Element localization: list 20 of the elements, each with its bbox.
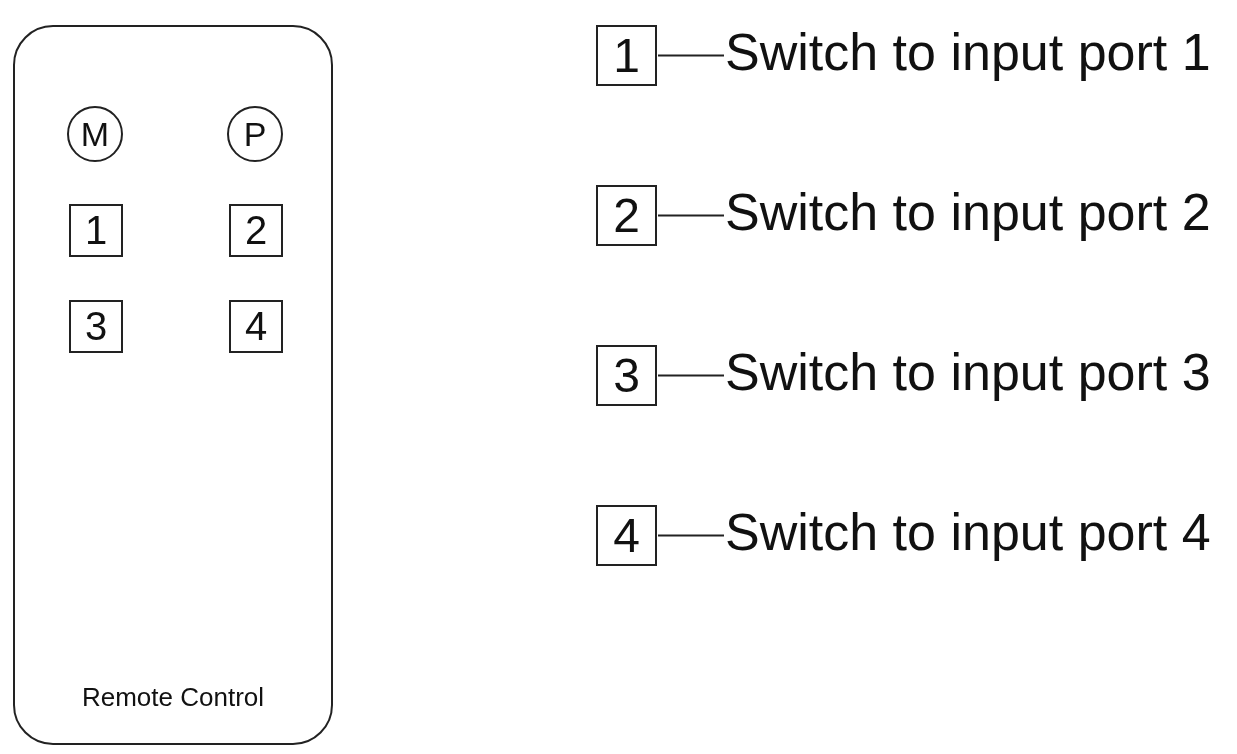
- leader-line: [657, 54, 725, 57]
- leader-line: [657, 534, 725, 537]
- number-button: 1: [69, 204, 123, 257]
- leader-line: [657, 214, 725, 217]
- number-button: 2: [229, 204, 283, 257]
- port-description: Switch to input port 2: [725, 180, 1211, 244]
- number-button: 3: [69, 300, 123, 353]
- port-description: Switch to input port 1: [725, 20, 1211, 84]
- round-button: M: [67, 106, 123, 162]
- number-key-symbol: 1: [596, 25, 657, 86]
- number-key-symbol: 3: [596, 345, 657, 406]
- port-description: Switch to input port 3: [725, 340, 1211, 404]
- leader-line: [657, 374, 725, 377]
- number-button: 4: [229, 300, 283, 353]
- number-key-symbol: 4: [596, 505, 657, 566]
- remote-control-body: [13, 25, 333, 745]
- number-key-symbol: 2: [596, 185, 657, 246]
- device-label: Remote Control: [81, 682, 265, 713]
- port-description: Switch to input port 4: [725, 500, 1211, 564]
- round-button: P: [227, 106, 283, 162]
